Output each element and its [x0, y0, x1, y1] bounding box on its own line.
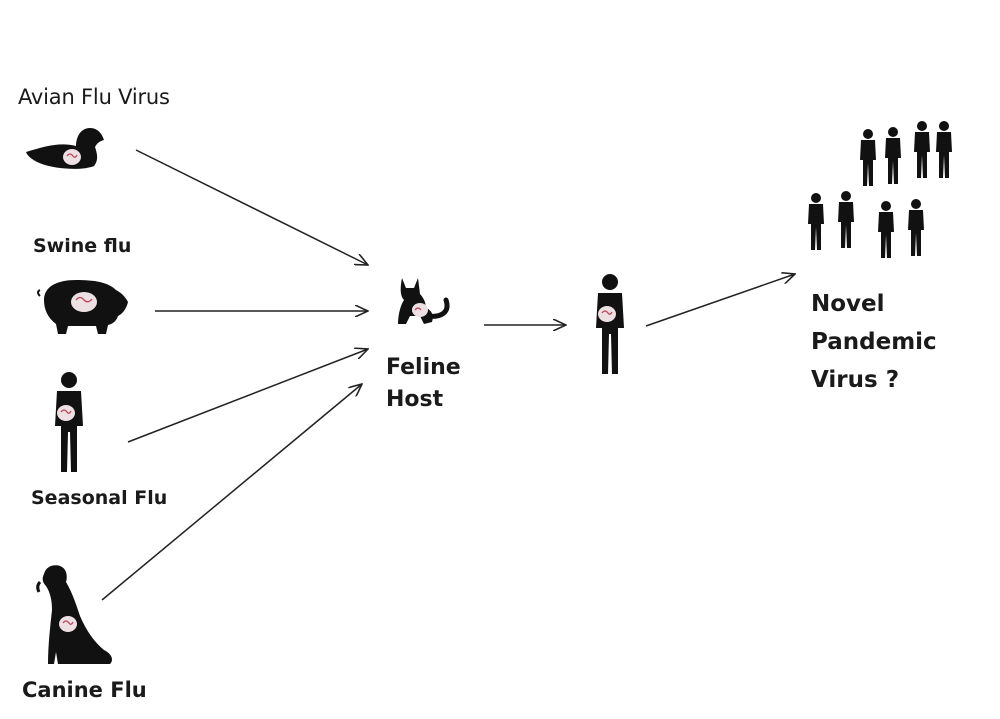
- novel-pandemic-line1: Novel: [811, 291, 885, 317]
- feline-host-label: Feline Host: [386, 352, 461, 416]
- dog-icon: [36, 565, 112, 664]
- arrow-canine-to-host: [101, 384, 362, 601]
- arrow-human-to-pandemic: [645, 274, 795, 327]
- intermediate-human-icon: [596, 274, 624, 374]
- arrow-seasonal-to-host: [127, 349, 368, 443]
- cat-icon: [398, 278, 450, 324]
- avian-flu-label: Avian Flu Virus: [18, 85, 170, 109]
- human-icon: [55, 372, 83, 472]
- arrow-avian-to-host: [135, 149, 368, 265]
- novel-pandemic-line2: Pandemic: [811, 329, 937, 355]
- crowd-icon: [808, 121, 952, 258]
- pig-icon: [37, 280, 128, 334]
- novel-pandemic-label: Novel Pandemic Virus ?: [811, 285, 937, 399]
- novel-pandemic-line3: Virus ?: [811, 367, 900, 393]
- swine-flu-label: Swine flu: [33, 235, 132, 257]
- feline-host-line1: Feline: [386, 355, 461, 380]
- seasonal-flu-label: Seasonal Flu: [31, 487, 168, 509]
- canine-flu-label: Canine Flu: [22, 678, 147, 702]
- feline-host-line2: Host: [386, 387, 444, 412]
- duck-icon: [26, 128, 104, 169]
